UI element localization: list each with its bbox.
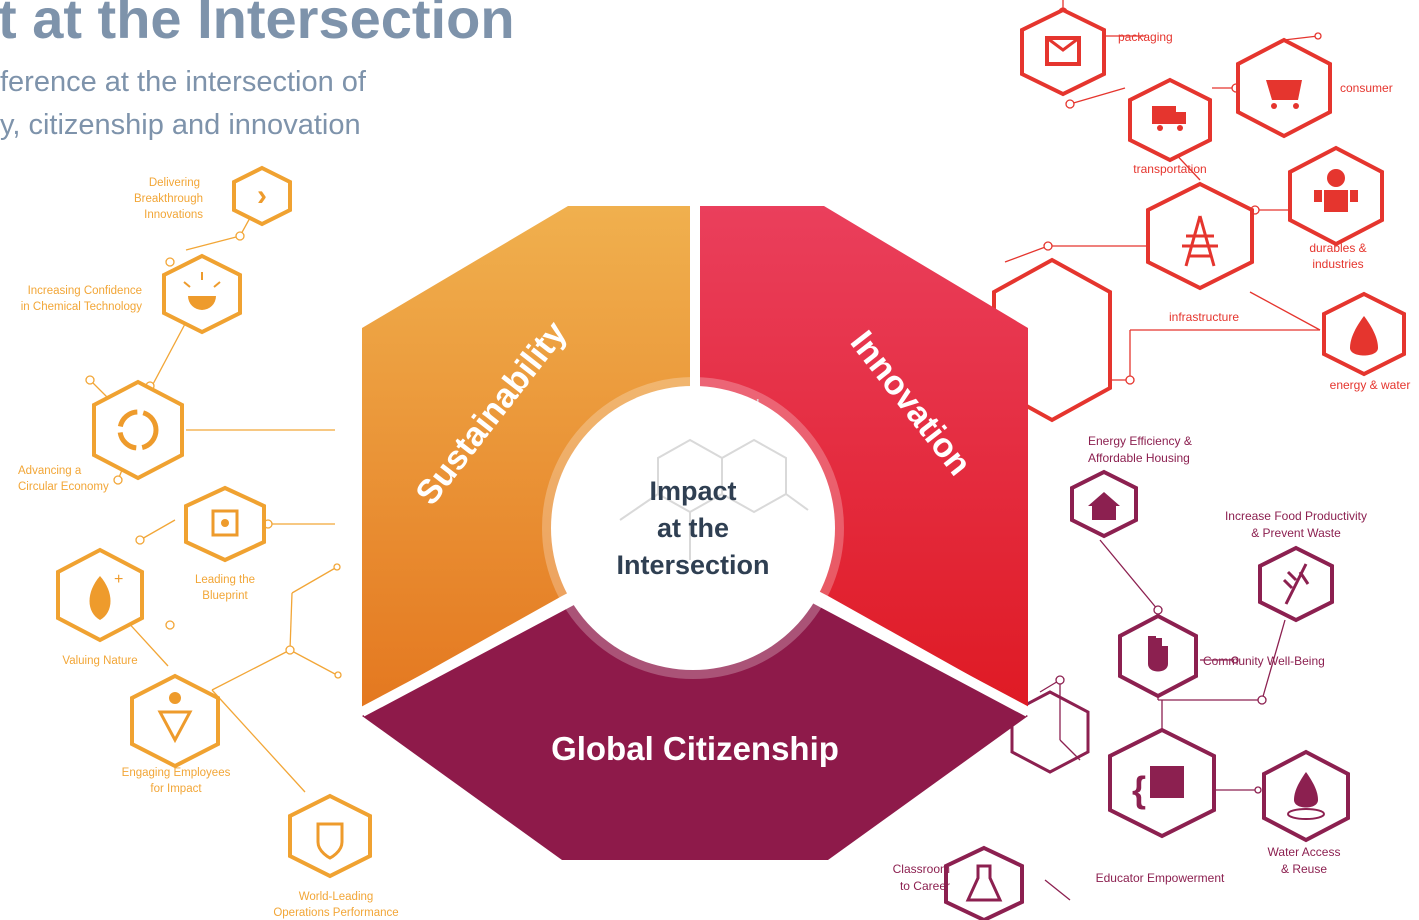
label-delivering-2: Breakthrough bbox=[134, 193, 203, 205]
center-ring bbox=[542, 377, 844, 679]
node-consumer bbox=[1236, 37, 1332, 139]
node-engaging-employees bbox=[130, 673, 220, 769]
subtitle-line-1: ference at the intersection of bbox=[0, 66, 366, 98]
label-food-1: Increase Food Productivity bbox=[1225, 509, 1367, 523]
label-confidence-2: in Chemical Technology bbox=[21, 301, 142, 313]
center-chem-faint bbox=[619, 438, 809, 560]
recycle-icon bbox=[117, 409, 159, 451]
node-community bbox=[1118, 613, 1198, 699]
cart-icon bbox=[1266, 80, 1302, 100]
center-circle bbox=[551, 386, 835, 670]
label-operations-1: World-Leading bbox=[299, 891, 374, 903]
svg-text:{: { bbox=[1132, 769, 1146, 810]
center-label-line2: at the bbox=[657, 513, 729, 543]
hand-icon bbox=[1148, 636, 1168, 672]
citizenship-labels: Energy Efficiency & Affordable Housing I… bbox=[893, 434, 1367, 893]
page-title: t at the Intersection bbox=[0, 0, 515, 50]
house-icon bbox=[1088, 492, 1120, 520]
node-food bbox=[1258, 545, 1334, 623]
label-packaging: packaging bbox=[1118, 30, 1173, 44]
label-durables-2: industries bbox=[1312, 257, 1363, 271]
robot-icon bbox=[1327, 169, 1345, 187]
shield-icon bbox=[316, 822, 344, 860]
label-consumer: consumer bbox=[1340, 81, 1393, 95]
label-educator: Educator Empowerment bbox=[1096, 871, 1225, 885]
label-circular-1: Advancing a bbox=[18, 465, 82, 477]
center-label-line3: Intersection bbox=[616, 550, 769, 580]
label-nature: Valuing Nature bbox=[62, 655, 137, 667]
label-classroom-1: Classroom bbox=[893, 862, 950, 876]
node-operations-performance bbox=[288, 793, 372, 879]
citizenship-network bbox=[1039, 539, 1286, 901]
box-icon bbox=[1045, 36, 1081, 66]
power-tower-icon bbox=[1182, 215, 1218, 267]
label-classroom-2: to Career bbox=[900, 879, 950, 893]
label-circular-2: Circular Economy bbox=[18, 481, 109, 493]
node-increasing-confidence bbox=[162, 253, 242, 335]
cube-icon bbox=[211, 509, 239, 537]
sustainability-labels: Delivering Breakthrough Innovations Incr… bbox=[18, 177, 399, 919]
leaf-icon bbox=[89, 576, 111, 620]
label-durables-1: durables & bbox=[1309, 241, 1366, 255]
node-delivering-breakthrough: › bbox=[232, 165, 292, 227]
beaker-light-icon bbox=[188, 296, 216, 310]
label-delivering-1: Delivering bbox=[149, 177, 200, 189]
energy-drop-icon bbox=[1350, 316, 1378, 356]
node-leading-blueprint bbox=[184, 485, 266, 563]
label-blueprint-2: Blueprint bbox=[202, 590, 248, 602]
label-food-2: & Prevent Waste bbox=[1251, 526, 1341, 540]
node-classroom bbox=[944, 845, 1024, 920]
whiteboard-icon bbox=[1150, 766, 1184, 798]
subtitle-line-2: y, citizenship and innovation bbox=[0, 109, 361, 141]
center-label-line1: Impact bbox=[649, 476, 736, 506]
node-infrastructure bbox=[1146, 181, 1254, 291]
node-educator: { bbox=[1108, 727, 1216, 839]
label-energy-water: energy & water bbox=[1330, 378, 1411, 392]
label-global-citizenship: Global Citizenship bbox=[551, 730, 839, 767]
label-infrastructure: infrastructure bbox=[1169, 310, 1239, 324]
innovation-labels: packaging consumer transportation durabl… bbox=[1118, 30, 1410, 392]
chevron-right-icon: › bbox=[257, 179, 267, 212]
node-valuing-nature: + bbox=[56, 547, 144, 643]
segment-sustainability bbox=[362, 206, 690, 708]
node-circular-economy bbox=[92, 379, 184, 481]
label-blueprint-1: Leading the bbox=[195, 574, 255, 586]
flask-icon bbox=[965, 864, 1003, 902]
node-durables bbox=[1288, 145, 1384, 247]
truck-icon bbox=[1152, 106, 1176, 124]
water-drop-icon bbox=[1294, 772, 1318, 808]
label-employees-2: for Impact bbox=[150, 783, 202, 795]
node-energy-water bbox=[1322, 291, 1406, 377]
node-transportation bbox=[1128, 77, 1212, 163]
node-housing bbox=[1070, 469, 1138, 539]
label-delivering-3: Innovations bbox=[144, 209, 203, 221]
label-confidence-1: Increasing Confidence bbox=[28, 285, 142, 297]
label-employees-1: Engaging Employees bbox=[122, 767, 231, 779]
svg-text:+: + bbox=[114, 571, 123, 588]
node-water bbox=[1262, 749, 1350, 843]
segment-citizenship bbox=[362, 540, 1028, 860]
label-housing-2: Affordable Housing bbox=[1088, 451, 1190, 465]
label-transportation: transportation bbox=[1133, 162, 1206, 176]
label-community: Community Well-Being bbox=[1203, 654, 1325, 668]
label-water-1: Water Access bbox=[1268, 845, 1341, 859]
segment-innovation bbox=[700, 206, 1028, 708]
label-housing-1: Energy Efficiency & bbox=[1088, 434, 1192, 448]
node-packaging bbox=[1020, 7, 1106, 97]
person-icon bbox=[169, 692, 181, 704]
decor-hexagon-red bbox=[992, 257, 1112, 423]
wheat-icon bbox=[1282, 563, 1310, 605]
label-water-2: & Reuse bbox=[1281, 862, 1327, 876]
label-operations-2: Operations Performance bbox=[273, 907, 398, 919]
central-hexagon bbox=[359, 206, 1031, 860]
